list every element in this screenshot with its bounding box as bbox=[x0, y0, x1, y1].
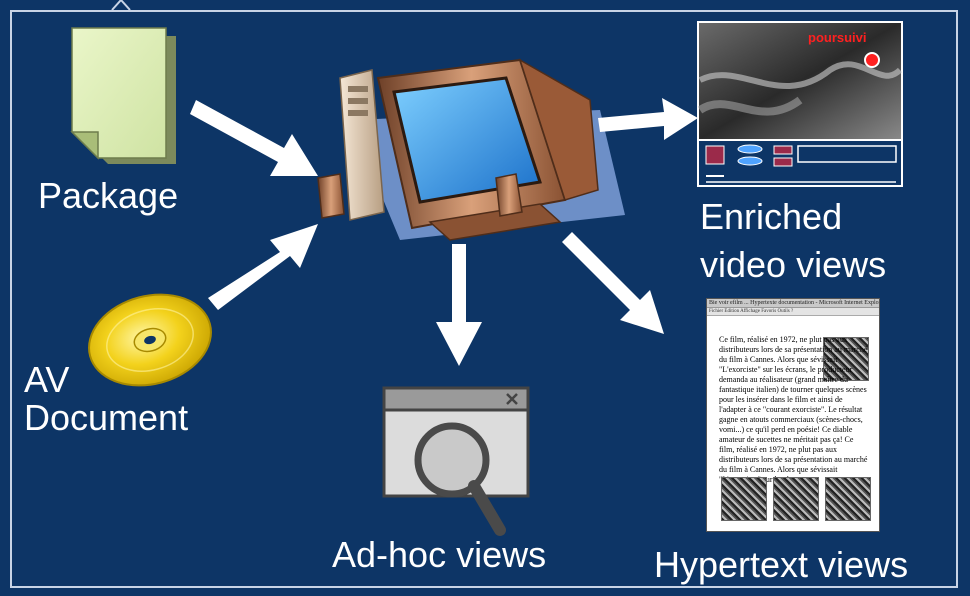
label-enriched-line2: video views bbox=[700, 244, 887, 285]
label-package: Package bbox=[38, 175, 179, 216]
arrow-computer-to-adhoc bbox=[436, 244, 482, 366]
arrow-computer-to-hypertext bbox=[562, 232, 664, 334]
video-overlay-text: poursuivi bbox=[808, 30, 867, 45]
arrow-computer-to-enriched bbox=[598, 98, 698, 140]
hypertext-page-icon: Bie voir efilm ... Hypertexte documentat… bbox=[706, 298, 880, 532]
arrow-cd-to-computer bbox=[208, 224, 318, 310]
hypertext-titlebar: Bie voir efilm ... Hypertexte documentat… bbox=[707, 299, 879, 308]
arrow-package-to-computer bbox=[190, 100, 318, 176]
hypertext-thumbnail bbox=[773, 477, 819, 521]
slide-frame bbox=[10, 10, 958, 588]
label-enriched-line1: Enriched bbox=[700, 196, 843, 237]
hypertext-body: Ce film, réalisé en 1972, ne plut pas au… bbox=[719, 335, 868, 484]
label-hypertext-views: Hypertext views bbox=[654, 544, 909, 585]
hypertext-menubar: Fichier Edition Affichage Favoris Outils… bbox=[707, 308, 879, 316]
hypertext-thumbnail bbox=[825, 477, 871, 521]
arrows bbox=[190, 98, 698, 366]
document-icon bbox=[70, 27, 176, 164]
hypertext-thumbnail bbox=[823, 337, 869, 381]
label-adhoc-views: Ad-hoc views bbox=[332, 534, 547, 575]
cd-icon bbox=[88, 293, 212, 387]
label-av-document-line2: Document bbox=[24, 397, 189, 438]
computer-icon bbox=[317, 58, 625, 241]
search-window-icon bbox=[382, 386, 530, 536]
hypertext-thumbnail bbox=[721, 477, 767, 521]
frame-notch bbox=[111, 0, 131, 11]
video-player-icon bbox=[697, 21, 903, 187]
label-av-document-line1: AV bbox=[24, 359, 70, 400]
